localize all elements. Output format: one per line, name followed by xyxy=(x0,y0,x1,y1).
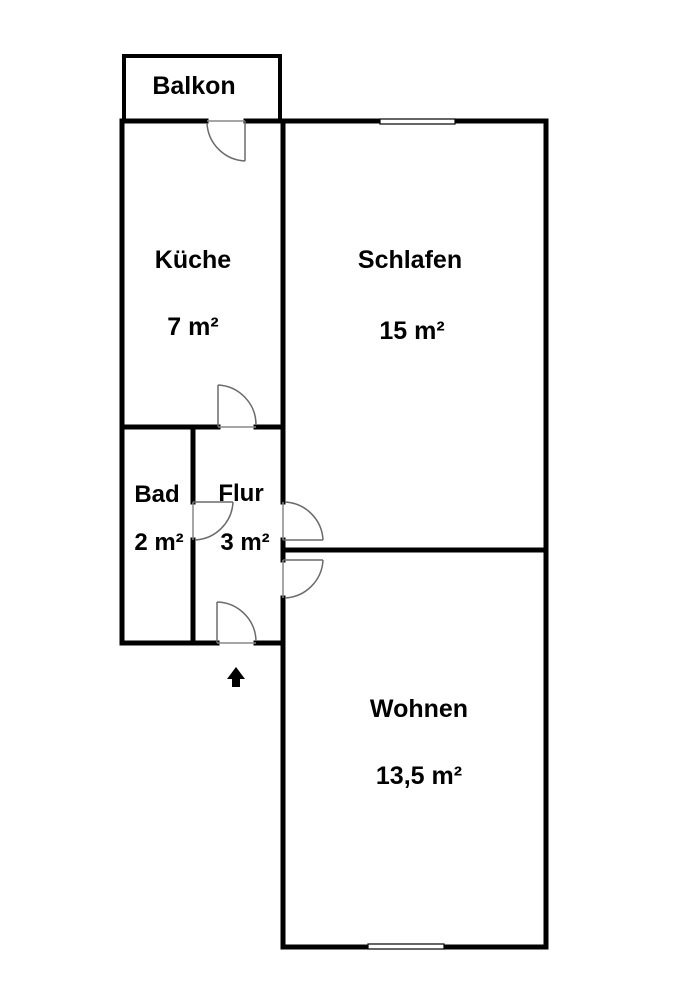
windows xyxy=(367,118,456,950)
room-area-flur: 3 m² xyxy=(220,529,269,556)
room-name-wohnen: Wohnen xyxy=(370,695,468,723)
doors xyxy=(192,120,324,644)
door-bad xyxy=(192,501,234,541)
window-wohnen xyxy=(367,943,445,950)
room-name-flur: Flur xyxy=(218,480,263,507)
balkon-outline xyxy=(122,54,282,120)
door-entrance xyxy=(216,601,257,644)
room-area-bad: 2 m² xyxy=(134,529,183,556)
door-wohnen xyxy=(282,559,324,599)
room-area-wohnen: 13,5 m² xyxy=(376,762,462,790)
room-area-schlafen: 15 m² xyxy=(379,317,444,345)
room-name-bad: Bad xyxy=(134,481,179,508)
window-schlafen xyxy=(379,118,456,125)
door-kueche xyxy=(217,384,257,428)
room-name-schlafen: Schlafen xyxy=(358,246,462,274)
room-name-kueche: Küche xyxy=(155,246,232,274)
walls xyxy=(119,118,549,950)
room-area-kueche: 7 m² xyxy=(167,313,218,341)
door-schlafen xyxy=(282,501,324,541)
door-balkon xyxy=(206,120,246,162)
room-name-balkon: Balkon xyxy=(152,72,235,100)
arrow-up-icon xyxy=(227,667,245,687)
